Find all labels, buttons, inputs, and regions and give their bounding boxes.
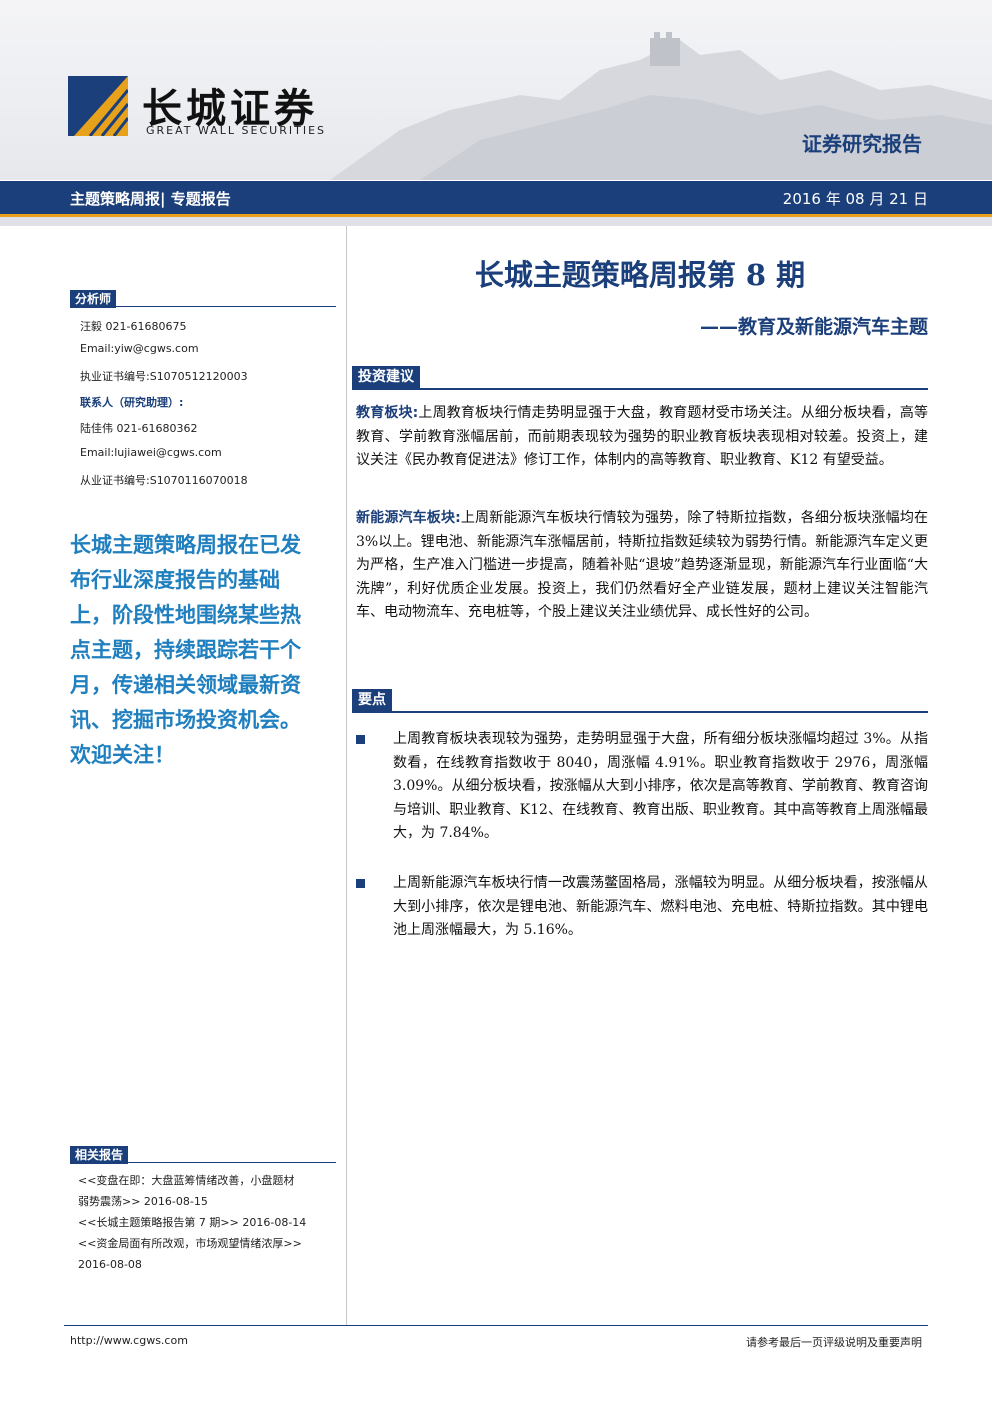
bullet-square-icon <box>356 879 365 888</box>
related-reports-list: <<变盘在即：大盘蓝筹情绪改善，小盘题材 弱势震荡>> 2016-08-15 <… <box>78 1170 344 1275</box>
promo-line: 点主题，持续跟踪若干个 <box>70 638 301 662</box>
contact-email[interactable]: Email:lujiawei@cgws.com <box>80 446 222 459</box>
nev-label: 新能源汽车板块: <box>356 510 461 526</box>
key-point-text: 上周教育板块表现较为强势，走势明显强于大盘，所有细分板块涨幅均超过 3%。从指数… <box>393 731 928 841</box>
company-name-cn: 长城证券 <box>142 85 318 132</box>
key-point-item: 上周教育板块表现较为强势，走势明显强于大盘，所有细分板块涨幅均超过 3%。从指数… <box>356 728 928 846</box>
key-points-section-header: 要点 <box>352 689 928 713</box>
related-report-item[interactable]: <<资金局面有所改观，市场观望情绪浓厚>> <box>78 1237 302 1250</box>
report-date: 2016 年 08 月 21 日 <box>782 190 928 208</box>
header-background <box>0 0 992 180</box>
contact-label: 联系人（研究助理）: <box>80 396 184 409</box>
nev-text: 上周新能源汽车板块行情较为强势，除了特斯拉指数，各细分板块涨幅均在 3%以上。锂… <box>356 510 928 620</box>
report-category: 主题策略周报| 专题报告 <box>70 190 231 208</box>
report-title: 长城主题策略周报第 8 期 <box>474 258 806 292</box>
related-report-item[interactable]: <<长城主题策略报告第 7 期>> 2016-08-14 <box>78 1216 307 1229</box>
analyst-section-header: 分析师 <box>70 288 336 308</box>
education-text: 上周教育板块行情走势明显强于大盘，教育题材受市场关注。从细分板块看，高等教育、学… <box>356 405 928 468</box>
promo-text: 长城主题策略周报在已发 布行业深度报告的基础 上，阶段性地围绕某些热 点主题，持… <box>70 528 344 773</box>
related-report-item[interactable]: 2016-08-08 <box>78 1258 142 1271</box>
bullet-square-icon <box>356 735 365 744</box>
key-point-item: 上周新能源汽车板块行情一改震荡鳖固格局，涨幅较为明显。从细分板块看，按涨幅从大到… <box>356 872 928 943</box>
key-point-text: 上周新能源汽车板块行情一改震荡鳖固格局，涨幅较为明显。从细分板块看，按涨幅从大到… <box>393 875 928 938</box>
contact-license: 从业证书编号:S1070116070018 <box>80 474 248 487</box>
footer-url[interactable]: http://www.cgws.com <box>70 1334 188 1347</box>
education-paragraph: 教育板块:上周教育板块行情走势明显强于大盘，教育题材受市场关注。从细分板块看，高… <box>356 402 928 473</box>
analyst-label: 分析师 <box>70 290 117 308</box>
great-wall-logo-icon <box>68 76 128 136</box>
promo-line: 布行业深度报告的基础 <box>70 568 280 592</box>
promo-line: 月，传递相关领域最新资 <box>70 673 301 697</box>
footer-divider <box>64 1325 928 1326</box>
promo-line: 长城主题策略周报在已发 <box>70 533 301 557</box>
investment-label: 投资建议 <box>352 366 420 388</box>
contact-phone: 陆佳伟 021-61680362 <box>80 422 198 435</box>
report-type: 证券研究报告 <box>802 132 922 156</box>
great-wall-mountain-image <box>330 32 992 180</box>
nev-paragraph: 新能源汽车板块:上周新能源汽车板块行情较为强势，除了特斯拉指数，各细分板块涨幅均… <box>356 507 928 625</box>
header-bar <box>0 181 992 214</box>
key-points-label: 要点 <box>352 689 392 711</box>
report-subtitle: ——教育及新能源汽车主题 <box>699 316 928 338</box>
investment-section-header: 投资建议 <box>352 366 928 390</box>
related-section-header: 相关报告 <box>70 1144 336 1164</box>
promo-line: 讯、挖掘市场投资机会。 <box>70 708 301 732</box>
analyst-email[interactable]: Email:yiw@cgws.com <box>80 342 199 355</box>
company-name-en: GREAT WALL SECURITIES <box>146 124 327 137</box>
header-bar-shadow <box>0 217 992 226</box>
column-divider <box>346 226 347 1326</box>
related-report-item[interactable]: 弱势震荡>> 2016-08-15 <box>78 1195 208 1208</box>
analyst-license: 执业证书编号:S1070512120003 <box>80 370 248 383</box>
promo-line: 欢迎关注！ <box>70 743 175 767</box>
related-label: 相关报告 <box>70 1146 129 1164</box>
promo-line: 上，阶段性地围绕某些热 <box>70 603 301 627</box>
footer-disclaimer: 请参考最后一页评级说明及重要声明 <box>746 1336 922 1349</box>
related-report-item[interactable]: <<变盘在即：大盘蓝筹情绪改善，小盘题材 <box>78 1174 295 1187</box>
analyst-phone: 汪毅 021-61680675 <box>80 320 187 333</box>
header-bar-accent <box>0 214 992 217</box>
education-label: 教育板块: <box>356 405 419 421</box>
